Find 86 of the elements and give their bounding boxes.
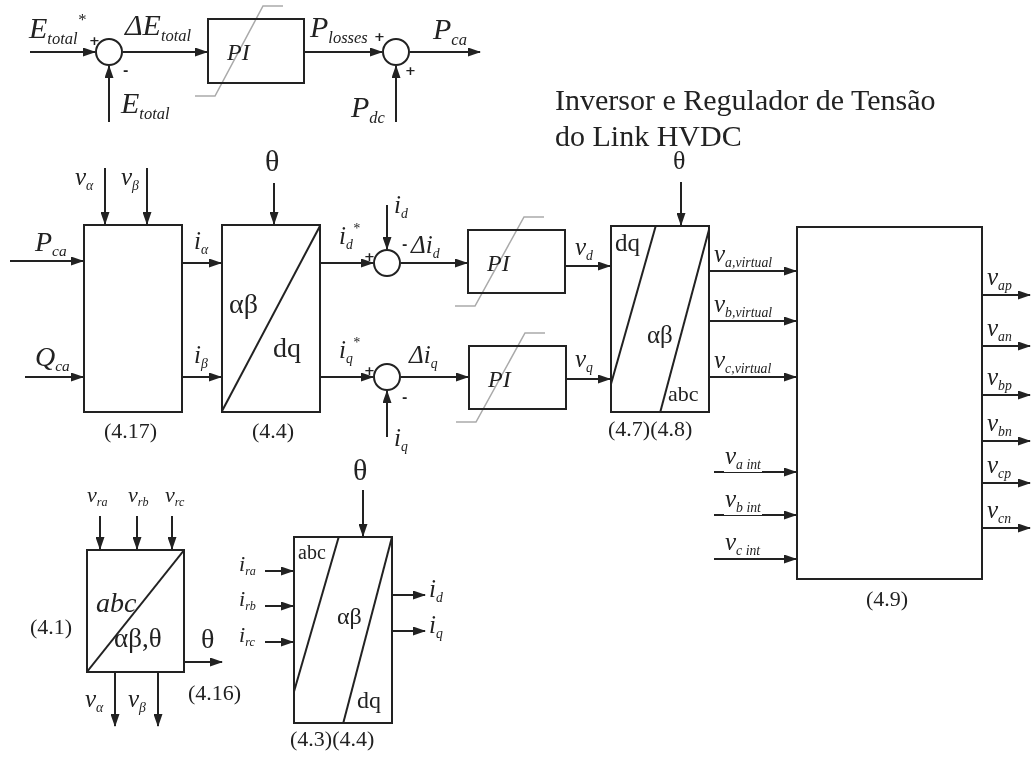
arrow — [565, 261, 611, 271]
arrow — [264, 566, 294, 576]
arrow — [184, 657, 223, 667]
arrow — [382, 204, 392, 250]
arrow — [676, 181, 686, 226]
arrow — [320, 258, 374, 268]
arrow — [982, 523, 1031, 533]
block-label: PI — [487, 251, 510, 275]
sign-label: - — [402, 238, 408, 251]
sign-label: + — [364, 364, 375, 377]
arrow — [95, 515, 105, 550]
arrow — [709, 372, 797, 382]
arrow — [269, 182, 279, 225]
function-block — [796, 226, 983, 580]
arrow — [104, 65, 114, 123]
arrow — [132, 515, 142, 550]
transform-block — [610, 225, 710, 413]
equation-reference: (4.3)(4.4) — [290, 728, 375, 750]
sign-label: + — [405, 64, 416, 77]
pi-controller-block — [467, 229, 566, 294]
arrow — [142, 167, 152, 225]
arrow — [182, 258, 222, 268]
equation-reference: (4.1) — [30, 616, 73, 638]
pi-controller-block — [207, 18, 305, 84]
block-label: abc — [298, 542, 326, 562]
arrow — [167, 515, 177, 550]
sign-label: + — [374, 30, 385, 43]
block-label: αβ — [337, 604, 362, 628]
arrow — [264, 601, 294, 611]
block-label: αβ,θ — [114, 625, 162, 652]
block-label: dq — [615, 230, 640, 255]
sign-label: + — [89, 34, 100, 47]
arrow — [392, 626, 426, 636]
arrow — [29, 47, 96, 57]
equation-reference: (4.4) — [252, 420, 295, 442]
arrow — [713, 554, 797, 564]
block-label: PI — [227, 40, 250, 64]
arrow — [400, 258, 468, 268]
equation-reference: (4.17) — [104, 420, 158, 442]
sign-label: + — [364, 250, 375, 263]
block-label: abc — [668, 383, 699, 405]
arrow — [982, 341, 1031, 351]
arrow — [382, 390, 392, 438]
sign-label: - — [402, 391, 408, 404]
pi-controller-block — [468, 345, 567, 410]
equation-reference: (4.7)(4.8) — [608, 418, 693, 440]
block-label: αβ — [647, 322, 673, 347]
sign-label: - — [123, 64, 129, 77]
arrow — [392, 590, 426, 600]
block-label: PI — [488, 367, 511, 391]
arrow — [982, 436, 1031, 446]
block-label: dq — [357, 688, 381, 712]
arrow — [982, 390, 1031, 400]
arrow — [982, 478, 1031, 488]
arrow — [9, 256, 84, 266]
block-label: αβ — [229, 290, 258, 318]
arrow — [409, 47, 481, 57]
summing-junction — [382, 38, 410, 66]
summing-junction — [373, 249, 401, 277]
arrow — [264, 637, 294, 647]
arrow — [182, 372, 222, 382]
equation-reference: (4.16) — [188, 680, 243, 707]
block-label: abc — [96, 589, 137, 617]
block-label: dq — [273, 334, 301, 362]
arrow — [709, 266, 797, 276]
transform-block — [221, 224, 321, 413]
summing-junction — [373, 363, 401, 391]
arrow — [400, 372, 469, 382]
arrow — [391, 65, 401, 123]
arrow — [709, 316, 797, 326]
arrow — [122, 47, 208, 57]
equation-reference: (4.9) — [866, 588, 909, 610]
arrow — [153, 672, 163, 727]
arrow — [24, 372, 84, 382]
function-block — [83, 224, 183, 413]
transform-block — [293, 536, 393, 724]
arrow — [713, 467, 797, 477]
arrow — [110, 672, 120, 727]
transform-block — [86, 549, 185, 673]
arrow — [304, 47, 383, 57]
arrow — [100, 167, 110, 225]
arrow — [566, 374, 611, 384]
arrow — [982, 290, 1031, 300]
arrow — [320, 372, 374, 382]
arrow — [358, 489, 368, 537]
arrow — [713, 510, 797, 520]
